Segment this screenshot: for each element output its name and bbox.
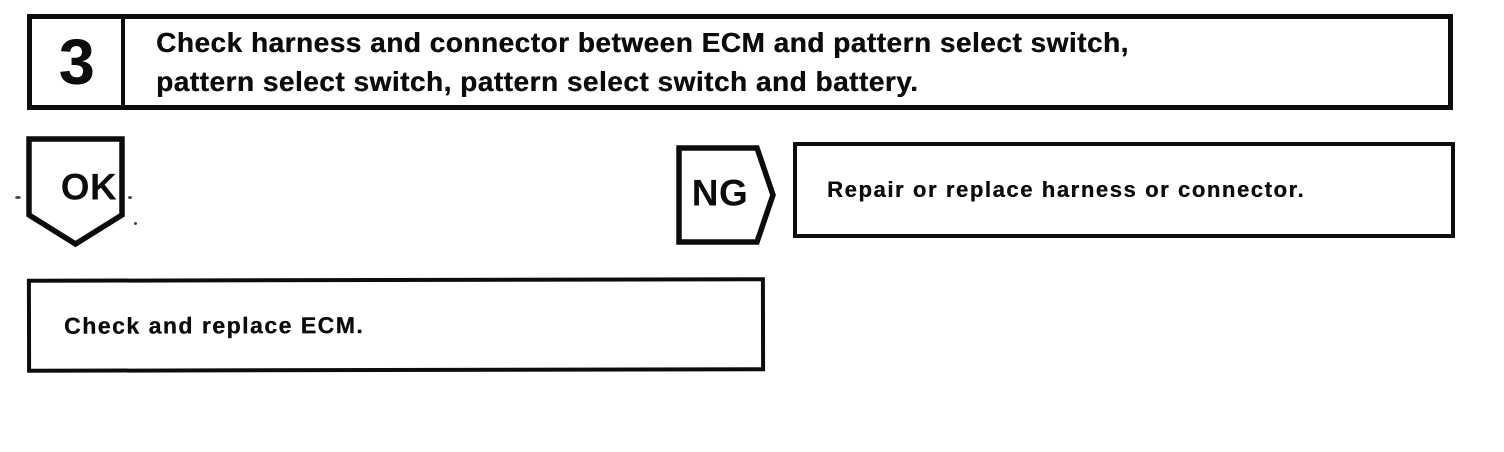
step-instruction-line-2: pattern select switch, pattern select sw… [156,66,919,97]
step-box: 3 Check harness and connector between EC… [27,14,1453,110]
step-number: 3 [58,26,95,98]
ng-connector: NG [676,145,776,245]
ok-result-box: Check and replace ECM. [26,277,766,373]
ok-result-text: Check and replace ECM. [63,311,365,339]
ok-label: OK [61,167,118,208]
ok-connector: OK [26,136,125,248]
step-instruction: Check harness and connector between ECM … [125,19,1448,105]
ok-pennant-shape [26,136,125,248]
scan-noise [15,196,21,199]
scan-noise [134,222,137,225]
step-instruction-line-1: Check harness and connector between ECM … [156,27,1129,58]
step-number-cell: 3 [32,19,125,105]
ng-label: NG [692,173,749,214]
scan-noise [128,196,132,199]
ng-result-box: Repair or replace harness or connector. [793,142,1455,238]
ng-result-text: Repair or replace harness or connector. [827,177,1306,202]
ng-pennant-shape [676,145,776,245]
